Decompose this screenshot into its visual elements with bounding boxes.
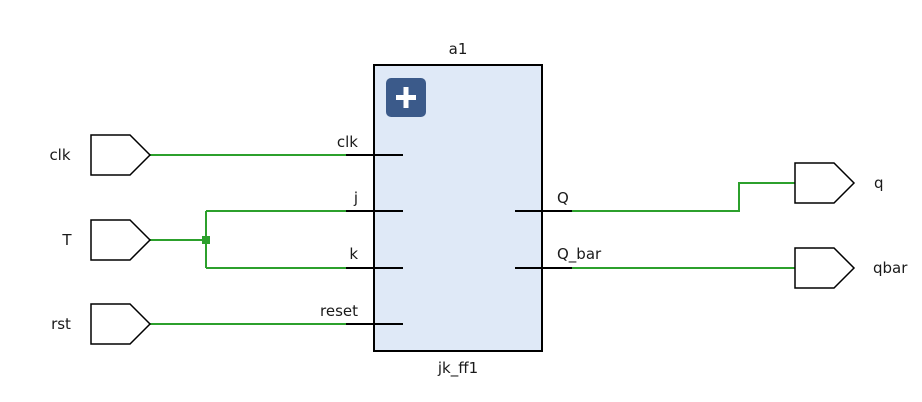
- jk-ff-block[interactable]: a1 jk_ff1 clk j k reset Q: [320, 40, 602, 378]
- pin-label-reset: reset: [320, 302, 358, 320]
- pin-clk[interactable]: clk: [337, 133, 403, 156]
- input-port-label-rst: rst: [51, 315, 71, 333]
- input-port-t[interactable]: T: [61, 219, 152, 261]
- input-port-clk[interactable]: clk: [49, 134, 152, 176]
- module-name-label: jk_ff1: [437, 359, 478, 378]
- instance-name-label: a1: [449, 40, 468, 58]
- input-port-label-t: T: [61, 231, 72, 249]
- pin-j[interactable]: j: [346, 189, 403, 212]
- input-port-rst[interactable]: rst: [51, 303, 152, 345]
- wire-q[interactable]: [572, 182, 795, 212]
- pin-label-q: Q: [557, 189, 569, 207]
- pin-label-clk: clk: [337, 133, 358, 151]
- wires: [150, 154, 795, 325]
- pin-label-j: j: [353, 189, 358, 207]
- pin-label-k: k: [349, 245, 358, 263]
- pin-qbar-out[interactable]: Q_bar: [515, 245, 602, 269]
- pin-reset[interactable]: reset: [320, 302, 403, 325]
- wire-junction: [202, 236, 210, 244]
- output-port-qbar[interactable]: qbar: [794, 247, 908, 289]
- pin-q-out[interactable]: Q: [515, 189, 572, 212]
- output-port-label-qbar: qbar: [873, 259, 908, 277]
- plus-icon[interactable]: [386, 78, 426, 117]
- pin-k[interactable]: k: [346, 245, 403, 269]
- output-port-q[interactable]: q: [794, 162, 884, 204]
- input-port-label-clk: clk: [49, 146, 70, 164]
- output-port-label-q: q: [874, 174, 884, 192]
- pin-label-qbar: Q_bar: [557, 245, 602, 264]
